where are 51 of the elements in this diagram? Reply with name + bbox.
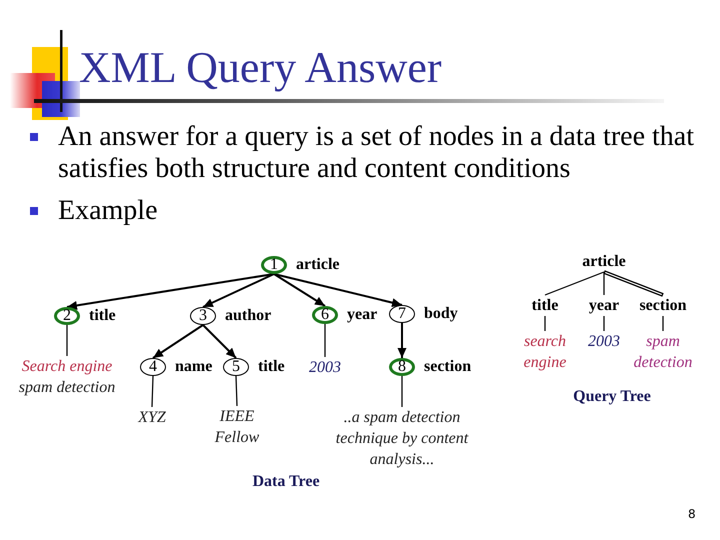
tag-label: article xyxy=(296,256,340,274)
value-text: IEEE Fellow xyxy=(206,406,268,448)
value-text: 2003 xyxy=(588,331,620,352)
tree-caption: Query Tree xyxy=(573,387,651,407)
value-text: search engine xyxy=(514,331,576,373)
node-ellipse: 1 xyxy=(261,256,287,274)
tree-line xyxy=(151,376,154,408)
tree-line xyxy=(235,376,238,406)
node-ellipse: 2 xyxy=(54,307,80,325)
slide-title: XML Query Answer xyxy=(79,42,442,94)
tag-label: title xyxy=(258,358,285,376)
arrow xyxy=(152,324,204,359)
query-tag: section xyxy=(639,295,687,316)
node-ellipse: 7 xyxy=(389,305,415,323)
tree-line xyxy=(603,272,605,295)
tree-line xyxy=(66,325,68,356)
tag-label: body xyxy=(424,305,458,323)
arrow xyxy=(398,323,406,358)
query-tag: title xyxy=(532,295,558,316)
value-text: spam detection xyxy=(621,331,705,373)
node-ellipse: 3 xyxy=(190,307,216,325)
node-ellipse: 4 xyxy=(140,358,166,376)
tag-label: author xyxy=(225,307,272,325)
tree-line xyxy=(662,316,664,331)
arrow xyxy=(202,324,237,359)
tree-line xyxy=(603,270,664,297)
tree-line xyxy=(401,376,403,407)
query-tag: article xyxy=(582,251,626,272)
arrow xyxy=(273,273,326,307)
tree-line xyxy=(544,316,546,331)
node-ellipse: 6 xyxy=(312,306,338,324)
tree-line xyxy=(324,324,326,357)
page-number: 8 xyxy=(688,507,696,521)
bullet-text: An answer for a query is a set of nodes in a data tree that satisfies both structure and content conditions xyxy=(58,121,695,185)
node-ellipse: 8 xyxy=(389,358,415,376)
tree-line xyxy=(603,316,605,331)
value-text: ..a spam detection technique by content analysis... xyxy=(323,407,481,470)
tree-line xyxy=(544,271,604,296)
value-text: 2003 xyxy=(309,357,341,378)
value-text: XYZ xyxy=(138,407,166,428)
tag-label: section xyxy=(424,358,472,376)
arrow xyxy=(274,273,402,308)
query-tag: year xyxy=(588,295,620,316)
tree-caption: Data Tree xyxy=(252,472,320,492)
node-ellipse: 5 xyxy=(223,358,249,376)
value-text: Search engine spam detection xyxy=(8,356,126,398)
arrow xyxy=(202,273,274,308)
tag-label: year xyxy=(347,306,378,324)
bullet-text: Example xyxy=(58,195,158,227)
tag-label: title xyxy=(89,307,116,325)
tag-label: name xyxy=(175,358,212,376)
